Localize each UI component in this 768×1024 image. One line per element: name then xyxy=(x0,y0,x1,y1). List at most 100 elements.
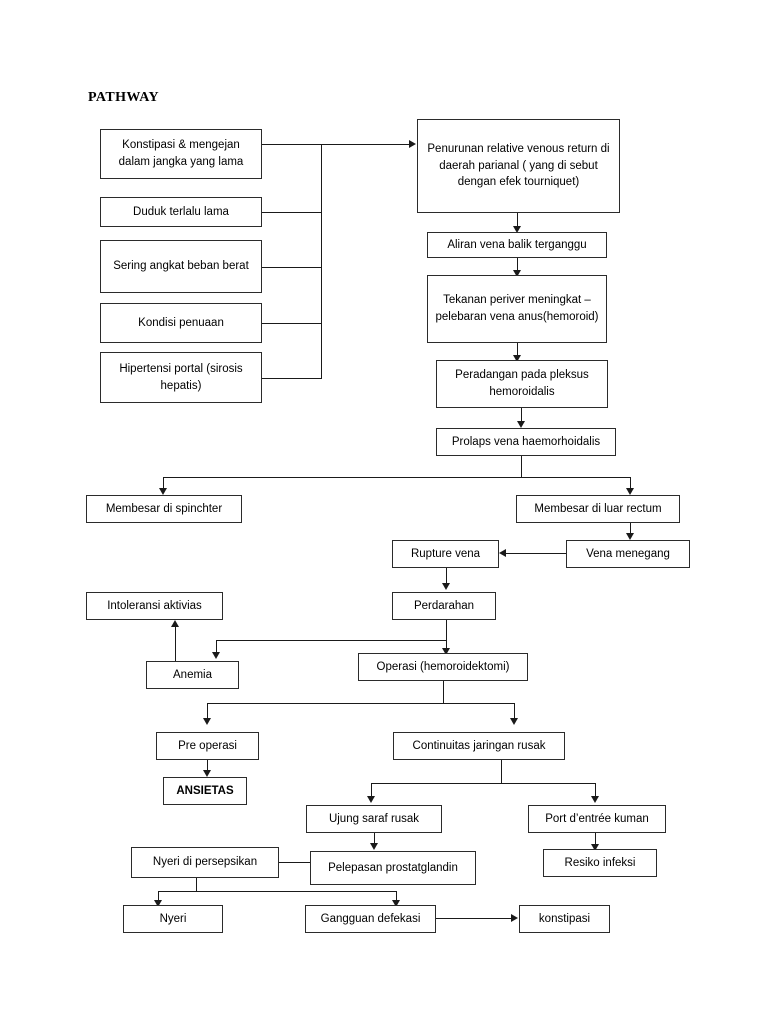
node-prolaps-vena-haemorhoidalis[interactable]: Prolaps vena haemorhoidalis xyxy=(436,428,616,456)
connector-prolaps-split-bar xyxy=(163,477,631,479)
node-label: Gangguan defekasi xyxy=(320,912,421,925)
connector-continuitas-left-leg xyxy=(371,783,373,798)
arrowhead-split-to-rectum xyxy=(625,488,634,495)
node-membesar-di-spinchter[interactable]: Membesar di spinchter xyxy=(86,495,242,523)
node-label: Pre operasi xyxy=(178,739,237,752)
arrowhead-operasi-to-continuitas xyxy=(509,718,518,725)
connector-perdarahan-to-anemia-branch xyxy=(216,640,447,642)
node-label: Tekanan periver meningkat – pelebaran ve… xyxy=(435,294,599,323)
node-label: Resiko infeksi xyxy=(564,856,636,869)
connector-tekanan-to-peradangan xyxy=(517,343,519,357)
node-label: Kondisi penuaan xyxy=(138,316,224,329)
connector-port-to-resiko-infeksi xyxy=(595,833,597,846)
node-anemia[interactable]: Anemia xyxy=(146,661,239,689)
connector-aliran-to-tekanan xyxy=(517,258,519,272)
node-aliran-vena-balik-terganggu[interactable]: Aliran vena balik terganggu xyxy=(427,232,607,258)
connector-continuitas-drop xyxy=(501,760,503,784)
node-ansietas[interactable]: ANSIETAS xyxy=(163,777,247,805)
node-port-dentree-kuman[interactable]: Port d’entrée kuman xyxy=(528,805,666,833)
node-konstipasi-mengejan[interactable]: Konstipasi & mengejan dalam jangka yang … xyxy=(100,129,262,179)
arrowhead-penurunan-to-aliran xyxy=(512,226,521,233)
connector-operasi-split-bar xyxy=(207,703,515,705)
node-label: Nyeri di persepsikan xyxy=(152,856,258,869)
node-label: Konstipasi & mengejan dalam jangka yang … xyxy=(118,139,244,168)
connector-penuaan-to-bus xyxy=(262,323,322,325)
arrowhead-to-gangguan-defekasi xyxy=(391,900,400,907)
connector-beban-to-bus xyxy=(262,267,322,269)
arrowhead-bus-to-penurunan xyxy=(409,139,416,148)
node-intoleransi-aktivias[interactable]: Intoleransi aktivias xyxy=(86,592,223,620)
arrowhead-perdarahan-to-operasi xyxy=(441,648,450,655)
connector-hipertensi-to-bus xyxy=(262,378,322,380)
node-hipertensi-portal[interactable]: Hipertensi portal (sirosis hepatis) xyxy=(100,352,262,403)
node-label: Vena menegang xyxy=(586,547,670,560)
arrowhead-peradangan-to-prolaps xyxy=(516,421,525,428)
node-perdarahan[interactable]: Perdarahan xyxy=(392,592,496,620)
node-sering-angkat-beban[interactable]: Sering angkat beban berat xyxy=(100,240,262,293)
node-label: Operasi (hemoroidektomi) xyxy=(376,660,510,673)
arrowhead-tekanan-to-peradangan xyxy=(512,355,521,362)
connector-risk-factor-bus xyxy=(321,144,323,379)
connector-duduk-to-bus xyxy=(262,212,322,214)
node-operasi-hemoroidektomi[interactable]: Operasi (hemoroidektomi) xyxy=(358,653,528,681)
connector-nyeri-persepsi-split-bar xyxy=(158,891,397,893)
node-label: Duduk terlalu lama xyxy=(133,205,229,218)
connector-pelepasan-to-nyeri-persepsi xyxy=(279,862,310,864)
connector-nyeri-right-leg xyxy=(396,891,398,902)
connector-bus-to-penurunan xyxy=(321,144,410,146)
connector-operasi-right-leg xyxy=(514,703,516,720)
arrowhead-rectum-to-vena-menegang xyxy=(625,533,634,540)
node-label: Continuitas jaringan rusak xyxy=(412,739,546,752)
arrowhead-to-nyeri xyxy=(153,900,162,907)
node-konstipasi[interactable]: konstipasi xyxy=(519,905,610,933)
node-penurunan-relative-venous-return[interactable]: Penurunan relative venous return di daer… xyxy=(417,119,620,213)
node-kondisi-penuaan[interactable]: Kondisi penuaan xyxy=(100,303,262,343)
node-duduk-terlalu-lama[interactable]: Duduk terlalu lama xyxy=(100,197,262,227)
node-nyeri-di-persepsikan[interactable]: Nyeri di persepsikan xyxy=(131,847,279,878)
arrowhead-operasi-to-pre-operasi xyxy=(202,718,211,725)
node-membesar-di-luar-rectum[interactable]: Membesar di luar rectum xyxy=(516,495,680,523)
node-pelepasan-prostatglandin[interactable]: Pelepasan prostatglandin xyxy=(310,851,476,885)
node-label: Pelepasan prostatglandin xyxy=(328,861,458,874)
connector-rupture-to-perdarahan xyxy=(446,568,448,585)
connector-operasi-left-leg xyxy=(207,703,209,720)
arrowhead-continuitas-to-port-dentree xyxy=(590,796,599,803)
connector-operasi-drop xyxy=(443,681,445,704)
connector-continuitas-split-bar xyxy=(371,783,596,785)
node-resiko-infeksi[interactable]: Resiko infeksi xyxy=(543,849,657,877)
connector-perdarahan-drop xyxy=(446,620,448,655)
node-label: konstipasi xyxy=(538,912,591,925)
node-tekanan-periver-meningkat[interactable]: Tekanan periver meningkat – pelebaran ve… xyxy=(427,275,607,343)
arrowhead-vena-menegang-to-rupture xyxy=(499,549,506,557)
connector-nyeri-persepsi-drop xyxy=(196,878,198,892)
node-ujung-saraf-rusak[interactable]: Ujung saraf rusak xyxy=(306,805,442,833)
arrowhead-port-to-resiko-infeksi xyxy=(590,844,599,851)
connector-continuitas-right-leg xyxy=(595,783,597,798)
node-label: Rupture vena xyxy=(410,547,481,560)
arrowhead-continuitas-to-ujung-saraf xyxy=(366,796,375,803)
node-label: Port d’entrée kuman xyxy=(545,812,649,825)
node-pre-operasi[interactable]: Pre operasi xyxy=(156,732,259,760)
connector-penurunan-to-aliran xyxy=(517,213,519,228)
connector-split-left-leg xyxy=(163,477,165,490)
connector-peradangan-to-prolaps xyxy=(521,408,523,423)
node-gangguan-defekasi[interactable]: Gangguan defekasi xyxy=(305,905,436,933)
node-label: Intoleransi aktivias xyxy=(107,599,202,612)
arrowhead-rupture-to-perdarahan xyxy=(441,583,450,590)
arrowhead-anemia-to-intoleransi xyxy=(170,620,179,627)
node-nyeri[interactable]: Nyeri xyxy=(123,905,223,933)
arrowhead-aliran-to-tekanan xyxy=(512,270,521,277)
connector-split-right-leg xyxy=(630,477,632,490)
node-label: Membesar di luar rectum xyxy=(534,502,662,515)
connector-vena-menegang-to-rupture xyxy=(506,553,566,555)
page-title: PATHWAY xyxy=(88,90,159,105)
node-label: Aliran vena balik terganggu xyxy=(447,238,587,251)
node-label: Sering angkat beban berat xyxy=(113,260,249,273)
node-vena-menegang[interactable]: Vena menegang xyxy=(566,540,690,568)
node-label: Peradangan pada pleksus hemoroidalis xyxy=(455,369,589,398)
arrowhead-pre-operasi-to-ansietas xyxy=(202,770,211,777)
node-continuitas-jaringan-rusak[interactable]: Continuitas jaringan rusak xyxy=(393,732,565,760)
node-peradangan-pleksus-hemoroidalis[interactable]: Peradangan pada pleksus hemoroidalis xyxy=(436,360,608,408)
node-rupture-vena[interactable]: Rupture vena xyxy=(392,540,499,568)
